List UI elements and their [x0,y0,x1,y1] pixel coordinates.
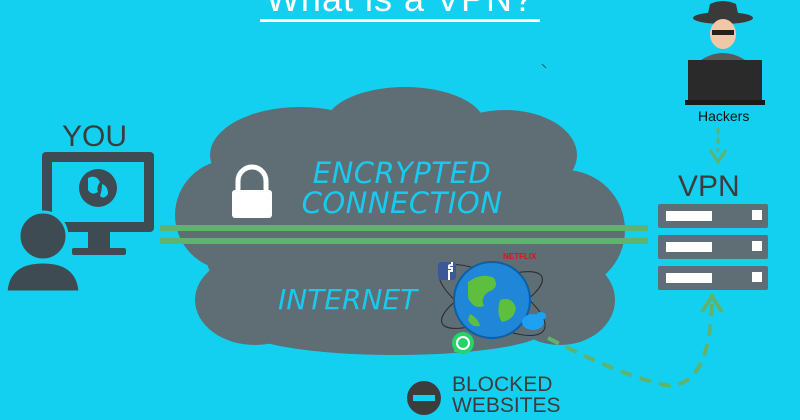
encrypted-tunnel [160,225,648,244]
dashed-arrow [547,292,724,388]
netflix-logo: NETFLIX [503,252,537,261]
vpn-label: VPN [678,170,740,203]
internet-label: INTERNET [278,283,418,316]
hacker-icon [685,1,765,105]
blocked-line-2: WEBSITES [452,394,561,417]
twitter-icon [516,312,546,330]
blocked-icon [407,381,441,415]
server-icon [658,204,768,290]
whatsapp-icon [452,332,474,354]
hackers-label: Hackers [698,108,750,124]
lock-icon [232,164,272,218]
blocked-line-1: BLOCKED [452,373,553,396]
encrypted-line-2: CONNECTION [301,186,503,220]
facebook-icon [438,262,456,280]
encrypted-line-1: ENCRYPTED [312,156,492,190]
user-icon [4,210,82,294]
stray-mark [541,63,547,69]
hacker-arrow [708,128,728,165]
page-title: What is a VPN? [0,0,800,22]
blocked-websites-label: BLOCKED WEBSITES [452,374,561,416]
monitor-icon [42,152,154,255]
encrypted-connection-label: ENCRYPTED CONNECTION [272,158,532,218]
you-label: YOU [62,120,128,153]
